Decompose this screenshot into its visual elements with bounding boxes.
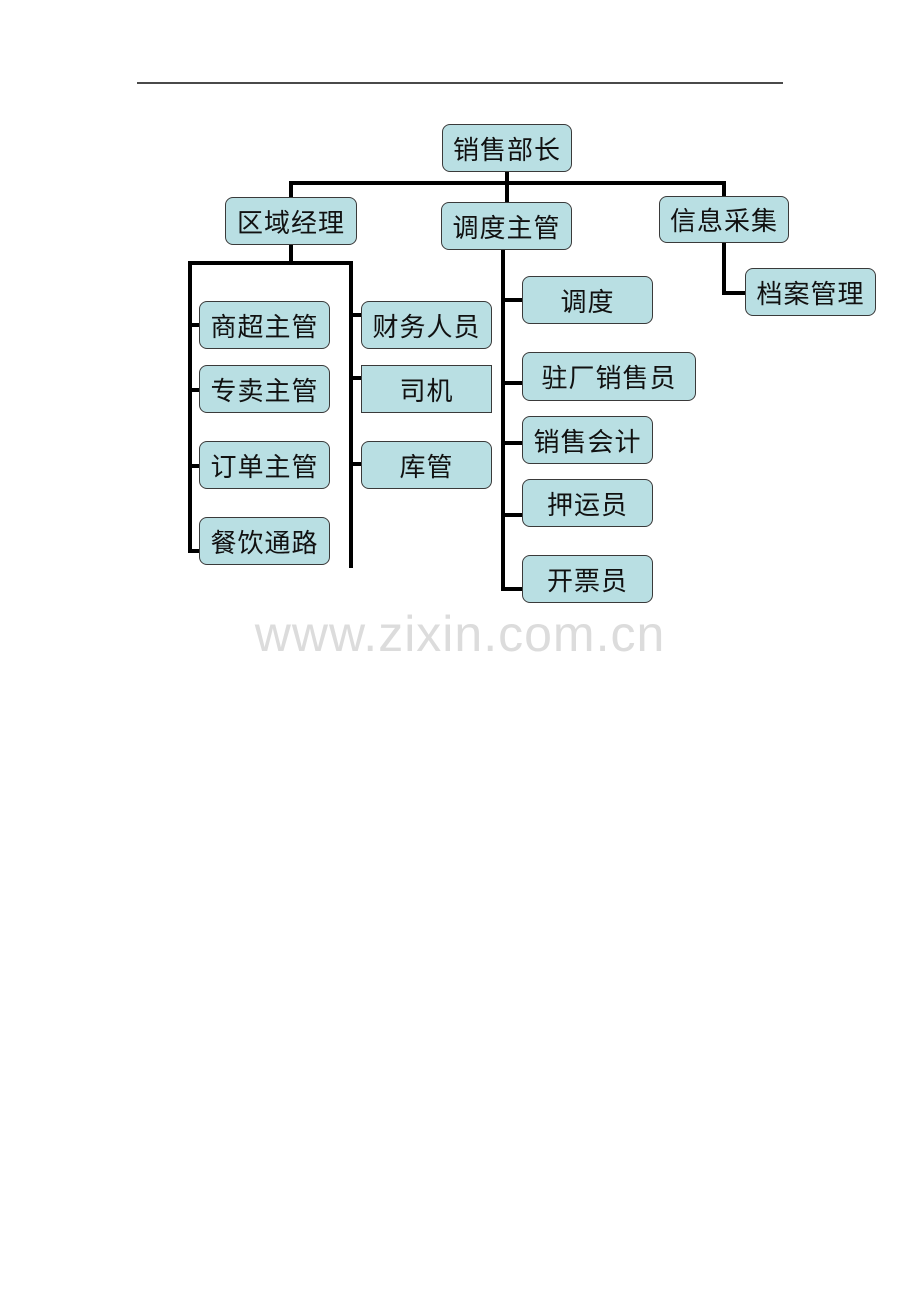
node-label: 商超主管 <box>210 312 319 343</box>
node-archive-management: 档案管理 <box>745 268 876 316</box>
node-specialty-store-supervisor: 专卖主管 <box>199 365 330 413</box>
node-catering-channel: 餐饮通路 <box>199 517 330 565</box>
node-label: 司机 <box>399 376 454 407</box>
header-rule <box>137 82 783 84</box>
node-driver: 司机 <box>361 365 492 413</box>
node-supermarket-supervisor: 商超主管 <box>199 301 330 349</box>
node-label: 专卖主管 <box>210 376 319 407</box>
node-invoice-clerk: 开票员 <box>522 555 653 603</box>
node-label: 餐饮通路 <box>210 528 319 559</box>
watermark: www.zixin.com.cn <box>254 606 666 662</box>
node-label: 调度 <box>560 287 615 318</box>
node-label: 区域经理 <box>236 208 345 239</box>
node-label: 销售会计 <box>533 427 642 458</box>
node-label: 库管 <box>399 452 454 483</box>
node-label: 财务人员 <box>372 312 481 343</box>
node-onsite-salesperson: 驻厂销售员 <box>522 352 696 401</box>
node-label: 订单主管 <box>210 452 319 483</box>
node-dispatch-supervisor: 调度主管 <box>441 202 572 250</box>
node-info-collection: 信息采集 <box>659 196 789 243</box>
node-sales-director: 销售部长 <box>442 124 572 172</box>
node-label: 开票员 <box>546 566 628 597</box>
node-label: 销售部长 <box>452 135 561 166</box>
node-label: 信息采集 <box>669 207 778 237</box>
node-finance-staff: 财务人员 <box>361 301 492 349</box>
node-regional-manager: 区域经理 <box>225 197 357 245</box>
node-label: 档案管理 <box>756 279 865 310</box>
node-sales-accountant: 销售会计 <box>522 416 653 464</box>
node-escort: 押运员 <box>522 479 653 527</box>
node-label: 调度主管 <box>452 213 561 244</box>
node-dispatcher: 调度 <box>522 276 653 324</box>
node-order-supervisor: 订单主管 <box>199 441 330 489</box>
node-label: 押运员 <box>546 490 628 521</box>
node-warehouse-keeper: 库管 <box>361 441 492 489</box>
node-label: 驻厂销售员 <box>541 364 677 394</box>
